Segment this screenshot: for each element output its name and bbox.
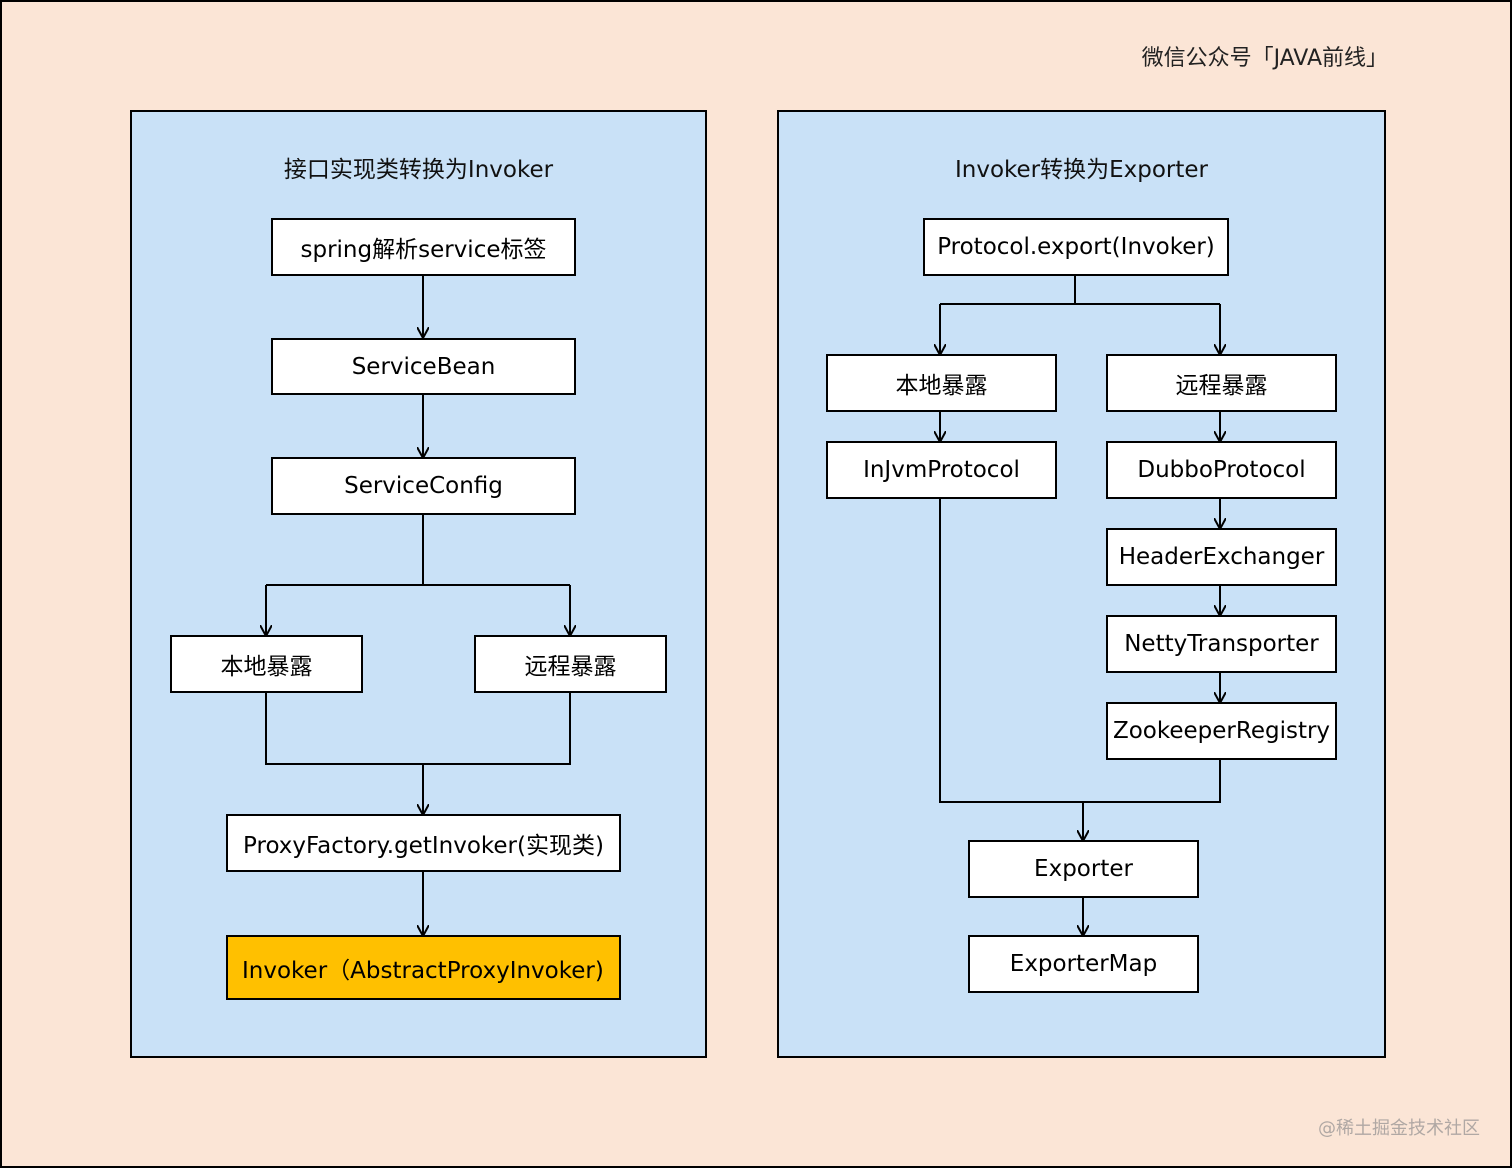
- node-exporter: Exporter: [968, 840, 1199, 898]
- node-header-exchanger: HeaderExchanger: [1106, 528, 1337, 586]
- node-injvm-protocol: InJvmProtocol: [826, 441, 1057, 499]
- node-exporter-map: ExporterMap: [968, 935, 1199, 993]
- node-zookeeper-registry: ZookeeperRegistry: [1106, 702, 1337, 760]
- node-proxy-factory: ProxyFactory.getInvoker(实现类): [226, 814, 621, 872]
- node-dubbo-protocol: DubboProtocol: [1106, 441, 1337, 499]
- right-panel-title: Invoker转换为Exporter: [954, 157, 1209, 183]
- node-left-remote-export: 远程暴露: [474, 635, 667, 693]
- node-service-config: ServiceConfig: [271, 457, 576, 515]
- node-invoker: Invoker（AbstractProxyInvoker): [226, 935, 621, 1000]
- footer-watermark: @稀土掘金技术社区: [1318, 1118, 1480, 1139]
- node-protocol-export: Protocol.export(Invoker): [923, 218, 1229, 276]
- node-spring-parse-service-tag: spring解析service标签: [271, 218, 576, 276]
- header-credit: 微信公众号「JAVA前线」: [1141, 46, 1388, 71]
- node-right-local-export: 本地暴露: [826, 354, 1057, 412]
- left-panel-title: 接口实现类转换为Invoker: [283, 157, 554, 183]
- node-service-bean: ServiceBean: [271, 338, 576, 395]
- node-right-remote-export: 远程暴露: [1106, 354, 1337, 412]
- node-left-local-export: 本地暴露: [170, 635, 363, 693]
- node-netty-transporter: NettyTransporter: [1106, 615, 1337, 673]
